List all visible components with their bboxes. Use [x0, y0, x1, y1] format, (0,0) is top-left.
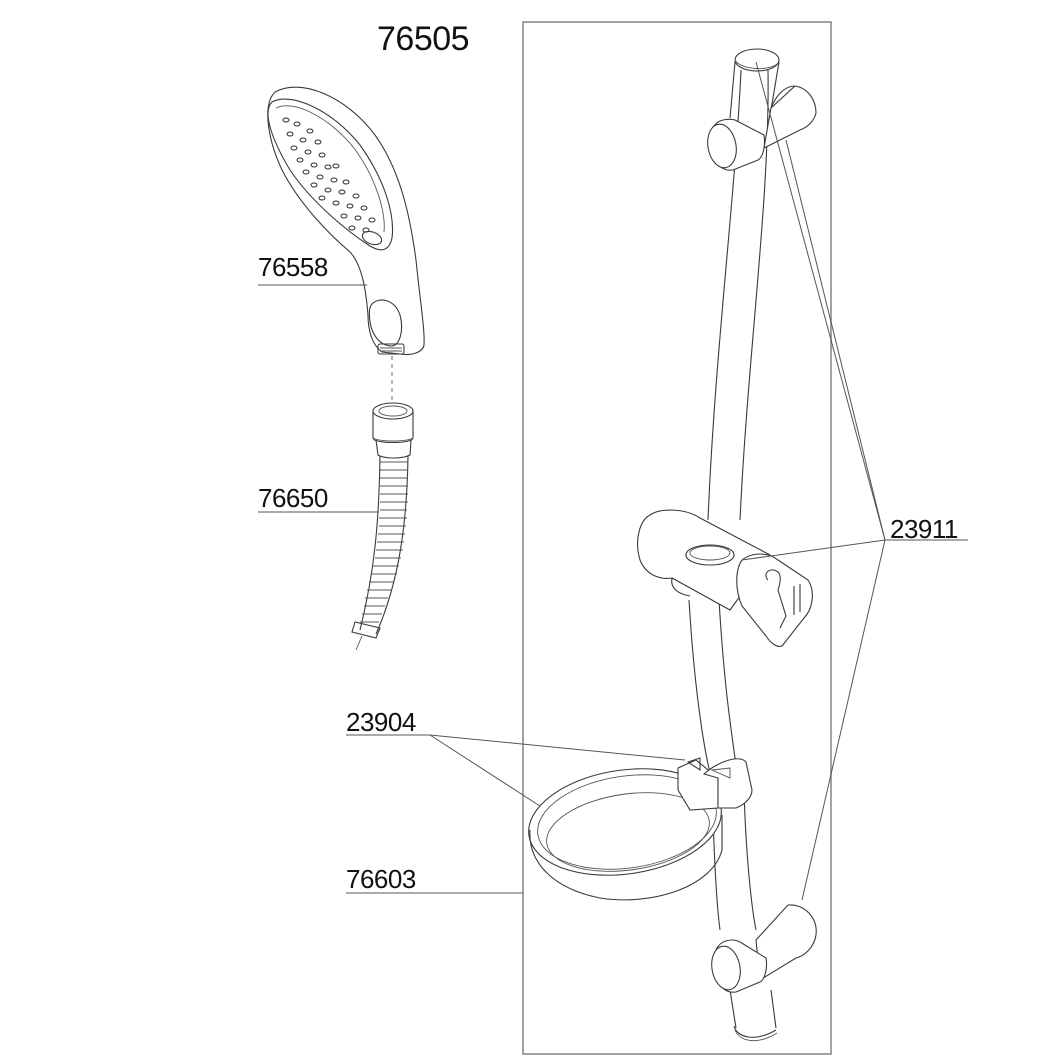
leaders-soap-dish — [346, 734, 686, 807]
rail-assembly-frame — [522, 21, 832, 1055]
assembly-number: 76505 — [377, 20, 470, 58]
hose-ribs-icon — [360, 461, 408, 623]
part-label-hose: 76650 — [258, 483, 328, 513]
part-label-hand-shower: 76558 — [258, 252, 328, 282]
part-label-soap-dish: 23904 — [346, 707, 416, 737]
spray-nozzles-icon — [282, 117, 376, 233]
hand-shower-head — [267, 86, 425, 356]
soap-dish — [528, 757, 753, 901]
shower-hose — [351, 402, 414, 651]
top-wall-bracket — [707, 48, 817, 171]
part-label-brackets-holder: 23911 — [890, 514, 958, 544]
sliding-holder — [637, 509, 813, 647]
bottom-wall-bracket — [711, 904, 817, 993]
part-label-rail: 76603 — [346, 864, 416, 894]
leaders-brackets-holder — [741, 61, 968, 901]
